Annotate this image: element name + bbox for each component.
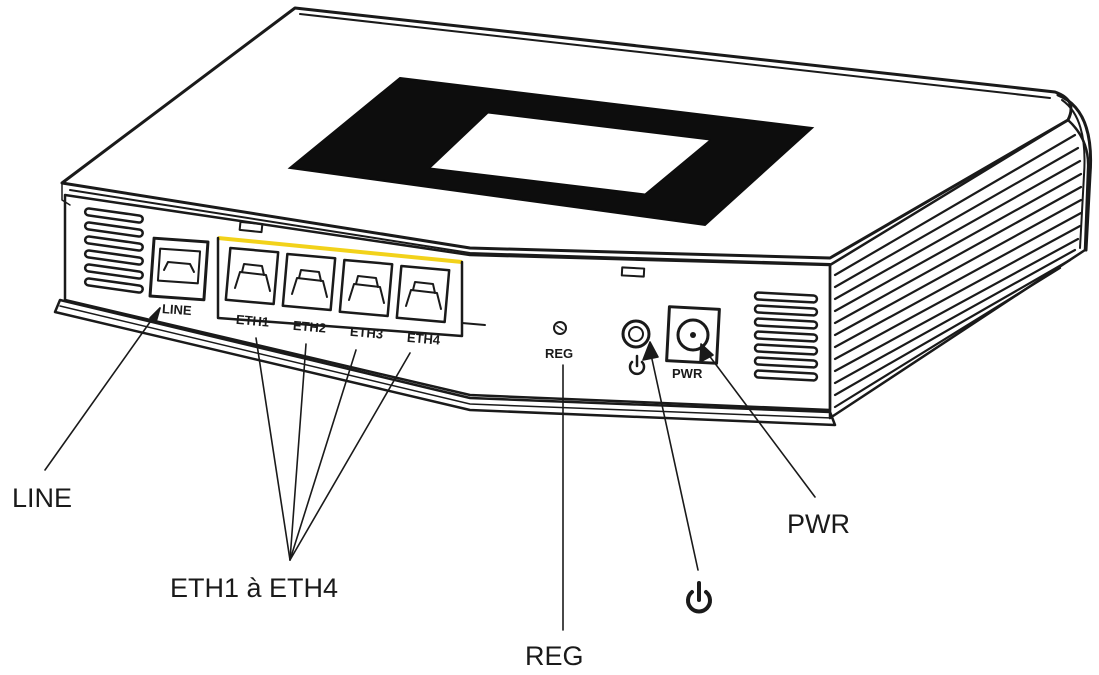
device-body: [53, 6, 1093, 427]
display-screen: [287, 76, 815, 227]
device-base: [53, 298, 837, 427]
eth-callout-label: ETH1 à ETH4: [170, 573, 338, 603]
eth-port-block: ETH1 ETH2 ETH3 ETH4: [216, 236, 486, 348]
eth3-port: [338, 258, 394, 318]
eth3-port-label: ETH3: [349, 324, 383, 342]
pwr-callout-label: PWR: [787, 509, 850, 539]
left-vent-slots: [83, 207, 144, 294]
eth4-leader: [289, 352, 411, 561]
pwr-jack: PWR: [665, 305, 721, 381]
pwr-arrow: [699, 343, 714, 363]
eth1-port: [224, 246, 280, 306]
side-vent-ribs: [833, 133, 1083, 409]
power-led-indicator: [620, 266, 646, 278]
eth3-leader: [289, 349, 357, 561]
reg-callout-label: REG: [525, 641, 584, 671]
eth-led-indicator: [238, 220, 264, 234]
eth4-port: [395, 264, 451, 324]
reg-port-label: REG: [545, 346, 573, 361]
eth2-port-label: ETH2: [292, 318, 326, 336]
line-callout-label: LINE: [12, 483, 72, 513]
right-vent-slots: [753, 291, 819, 382]
eth1-port-label: ETH1: [235, 312, 269, 330]
device-top-surface: [60, 6, 1073, 260]
screen-panel: [428, 112, 712, 195]
eth2-port: [281, 252, 337, 312]
eth1-leader: [255, 337, 291, 561]
power-button: [621, 319, 651, 376]
power-arrow: [642, 341, 659, 361]
line-arrow: [149, 307, 161, 323]
eth2-leader: [289, 343, 307, 561]
eth-highlight-bar: [217, 236, 463, 264]
callout-leaders: [44, 307, 816, 631]
pwr-port-label: PWR: [672, 366, 703, 381]
pwr-leader: [704, 349, 816, 498]
reg-indicator: REG: [545, 321, 573, 361]
line-port: LINE: [148, 236, 210, 318]
power-icon: [686, 581, 712, 614]
power-leader: [649, 349, 699, 571]
eth4-port-label: ETH4: [406, 330, 441, 348]
line-port-label: LINE: [162, 301, 193, 318]
line-leader: [44, 307, 161, 471]
